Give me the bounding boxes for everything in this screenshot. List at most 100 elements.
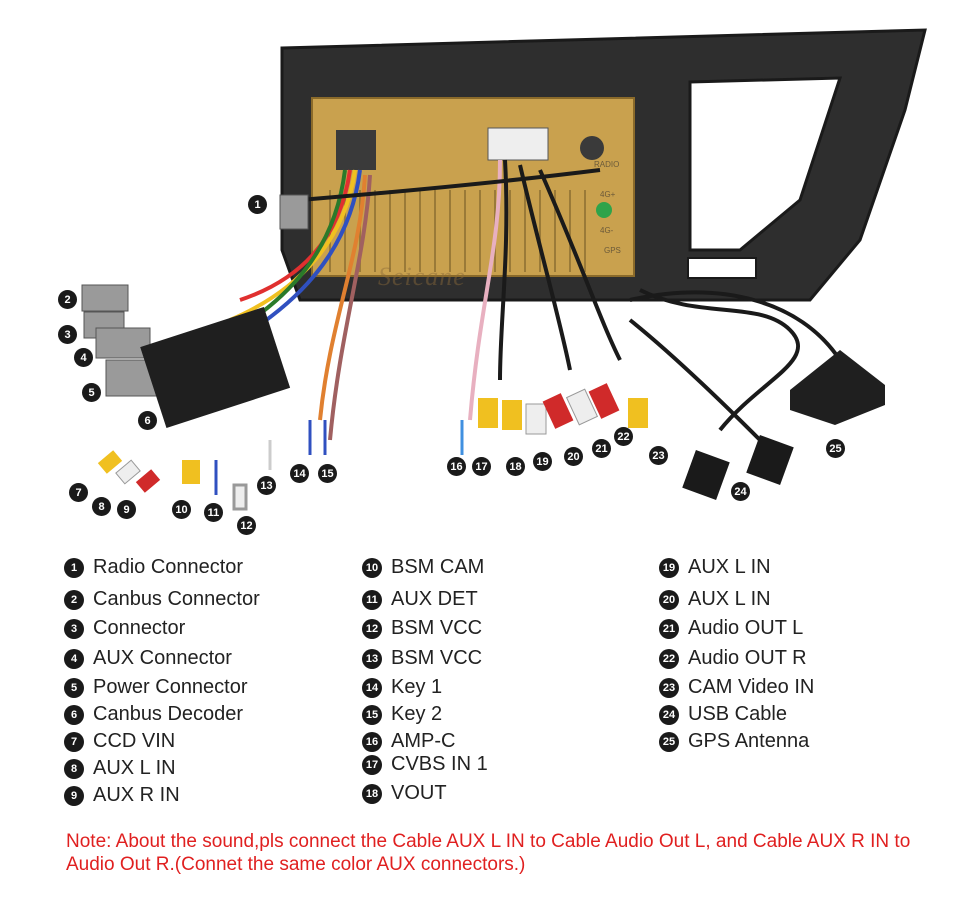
legend-number: 4 xyxy=(64,648,84,669)
callout-17: 17 xyxy=(472,457,491,476)
legend-label: Key 2 xyxy=(391,703,443,725)
legend-number: 25 xyxy=(659,731,679,752)
legend-item-6: 6 Canbus Decoder xyxy=(64,703,243,726)
usb-plug-2 xyxy=(746,435,794,485)
callout-5: 5 xyxy=(82,383,101,402)
legend-item-13: 13 BSM VCC xyxy=(362,647,482,670)
callout-11: 11 xyxy=(204,503,223,522)
legend-item-7: 7 CCD VIN xyxy=(64,730,175,753)
legend-label: AUX L IN xyxy=(93,757,176,779)
frame-cutout xyxy=(688,76,843,252)
antenna-socket xyxy=(580,136,604,160)
gps-antenna xyxy=(790,350,885,425)
legend-label: AUX DET xyxy=(391,588,478,610)
legend-item-24: 24 USB Cable xyxy=(659,703,787,726)
legend-item-2: 2 Canbus Connector xyxy=(64,588,260,611)
legend-item-8: 8 AUX L IN xyxy=(64,757,176,780)
legend-label: GPS Antenna xyxy=(688,730,810,752)
legend-number: 17 xyxy=(362,754,382,775)
pin-socket xyxy=(487,127,549,161)
legend-label: CCD VIN xyxy=(93,730,176,752)
callout-22: 22 xyxy=(614,427,633,446)
callout-2: 2 xyxy=(58,290,77,309)
callout-10: 10 xyxy=(172,500,191,519)
legend-item-25: 25 GPS Antenna xyxy=(659,730,809,753)
wiring-note: Note: About the sound,pls connect the Ca… xyxy=(66,831,911,875)
legend-label: Audio OUT L xyxy=(688,617,804,639)
legend-number: 2 xyxy=(64,589,84,610)
legend-item-23: 23 CAM Video IN xyxy=(659,676,814,699)
callout-20: 20 xyxy=(564,447,583,466)
product-photo: Seicane RADIO 4G+ 4G- GPS 1 2 3 4 5 6 7 … xyxy=(58,28,927,535)
legend-number: 11 xyxy=(362,589,382,610)
wiring-illustration xyxy=(81,28,927,511)
legend-item-16: 16 AMP-C xyxy=(362,730,455,753)
rca-plugs-left xyxy=(97,450,200,493)
callout-15: 15 xyxy=(318,464,337,483)
legend-label: VOUT xyxy=(391,782,447,804)
callout-4: 4 xyxy=(74,348,93,367)
legend-number: 24 xyxy=(659,704,679,725)
wire-pins xyxy=(214,420,464,511)
legend-item-1: 1 Radio Connector xyxy=(64,556,243,579)
legend-number: 1 xyxy=(64,557,84,578)
callout-7: 7 xyxy=(69,483,88,502)
legend-number: 12 xyxy=(362,618,382,639)
callout-16: 16 xyxy=(447,457,466,476)
legend-item-10: 10 BSM CAM xyxy=(362,556,484,579)
callout-1: 1 xyxy=(248,195,267,214)
callout-19: 19 xyxy=(533,452,552,471)
legend-number: 14 xyxy=(362,677,382,698)
callout-6: 6 xyxy=(138,411,157,430)
legend-item-15: 15 Key 2 xyxy=(362,703,442,726)
usb-plug-1 xyxy=(682,450,730,500)
legend-item-22: 22 Audio OUT R xyxy=(659,647,807,670)
legend-label: Radio Connector xyxy=(93,556,244,578)
legend-item-9: 9 AUX R IN xyxy=(64,784,180,807)
legend-number: 16 xyxy=(362,731,382,752)
callout-24: 24 xyxy=(731,482,750,501)
legend-label: Canbus Decoder xyxy=(93,703,244,725)
legend-label: Canbus Connector xyxy=(93,588,260,610)
legend-label: BSM VCC xyxy=(391,617,483,639)
port-label-gps: GPS xyxy=(604,246,621,255)
legend-item-20: 20 AUX L IN xyxy=(659,588,771,611)
legend-label: CVBS IN 1 xyxy=(391,753,488,775)
callout-25: 25 xyxy=(826,439,845,458)
legend-item-4: 4 AUX Connector xyxy=(64,647,232,670)
main-connector-socket xyxy=(336,130,376,170)
port-label-radio: RADIO xyxy=(594,160,620,169)
legend-label: AUX Connector xyxy=(93,647,232,669)
legend-number: 5 xyxy=(64,677,84,698)
canbus-decoder-box xyxy=(140,306,291,428)
callout-12: 12 xyxy=(237,516,256,535)
legend-label: Audio OUT R xyxy=(688,647,807,669)
status-led xyxy=(596,202,612,218)
legend-label: CAM Video IN xyxy=(688,676,815,698)
legend-number: 3 xyxy=(64,618,84,639)
callout-9: 9 xyxy=(117,500,136,519)
legend-item-11: 11 AUX DET xyxy=(362,588,478,611)
callout-14: 14 xyxy=(290,464,309,483)
rca-plugs-center xyxy=(478,383,648,435)
legend-number: 7 xyxy=(64,731,84,752)
callout-18: 18 xyxy=(506,457,525,476)
legend-label: AUX L IN xyxy=(688,588,771,610)
legend-item-21: 21 Audio OUT L xyxy=(659,617,803,640)
legend-number: 6 xyxy=(64,704,84,725)
legend-label: Connector xyxy=(93,617,186,639)
legend-label: BSM CAM xyxy=(391,556,485,578)
port-label-4g-minus: 4G- xyxy=(600,226,614,235)
legend-number: 20 xyxy=(659,589,679,610)
callout-3: 3 xyxy=(58,325,77,344)
legend-number: 22 xyxy=(659,648,679,669)
legend-item-18: 18 VOUT xyxy=(362,782,447,805)
legend-number: 23 xyxy=(659,677,679,698)
legend-item-14: 14 Key 1 xyxy=(362,676,442,699)
legend-item-3: 3 Connector xyxy=(64,617,185,640)
legend-number: 10 xyxy=(362,557,382,578)
legend-label: AUX L IN xyxy=(688,556,771,578)
legend-item-5: 5 Power Connector xyxy=(64,676,248,699)
legend-item-12: 12 BSM VCC xyxy=(362,617,482,640)
legend-label: AUX R IN xyxy=(93,784,180,806)
